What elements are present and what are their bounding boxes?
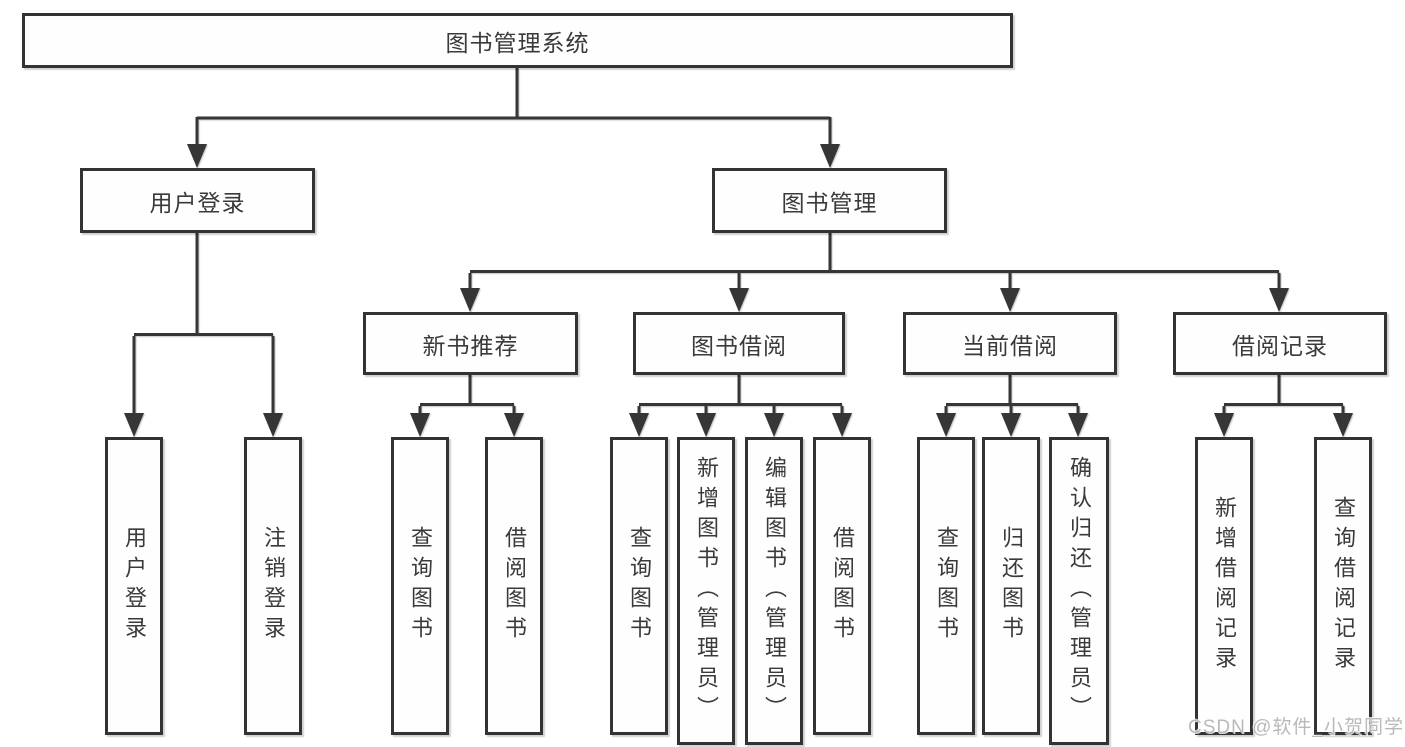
leaf-current-return: 归还图书 [982, 437, 1040, 735]
leaf-borrow-book: 借阅图书 [813, 437, 871, 735]
leaf-logout-label: 注销登录 [261, 526, 286, 646]
leaf-borrow-query: 查询图书 [610, 437, 668, 735]
leaf-borrow-add-admin-label: 新增图书（管理员） [694, 456, 719, 726]
section-new-books: 新书推荐 [363, 312, 578, 375]
watermark-text: CSDN @软件_小贺同学 [1188, 717, 1404, 738]
leaf-records-add-label: 新增借阅记录 [1212, 496, 1237, 676]
leaf-user-login-label: 用户登录 [122, 526, 147, 646]
root-node-label: 图书管理系统 [445, 29, 590, 56]
leaf-records-query: 查询借阅记录 [1314, 437, 1372, 735]
section-new-books-label: 新书推荐 [422, 332, 519, 359]
leaf-newbooks-borrow: 借阅图书 [485, 437, 543, 735]
section-current-borrow-label: 当前借阅 [962, 332, 1058, 359]
leaf-current-return-label: 归还图书 [999, 526, 1024, 646]
leaf-user-login: 用户登录 [105, 437, 163, 735]
connector-newbooks-to-leaves [410, 375, 524, 437]
node-book-management-label: 图书管理 [781, 189, 878, 216]
leaf-newbooks-borrow-label: 借阅图书 [502, 526, 527, 646]
section-current-borrow: 当前借阅 [903, 312, 1117, 375]
connector-login-to-leaves [124, 233, 283, 437]
node-user-login-label: 用户登录 [149, 189, 246, 216]
node-user-login: 用户登录 [80, 168, 315, 233]
leaf-newbooks-query: 查询图书 [391, 437, 449, 735]
leaf-borrow-edit-admin: 编辑图书（管理员） [745, 437, 803, 745]
leaf-current-confirm-admin: 确认归还（管理员） [1049, 437, 1109, 745]
section-borrow-records: 借阅记录 [1173, 312, 1387, 375]
section-book-borrow-label: 图书借阅 [691, 332, 787, 359]
connector-borrowrecords-to-leaves [1214, 375, 1353, 437]
connector-management-to-sections [460, 233, 1289, 312]
connector-bookborrow-to-leaves [629, 375, 852, 437]
leaf-borrow-book-label: 借阅图书 [830, 526, 855, 646]
section-borrow-records-label: 借阅记录 [1232, 332, 1328, 359]
node-book-management: 图书管理 [712, 168, 947, 233]
section-book-borrow: 图书借阅 [633, 312, 845, 375]
leaf-records-query-label: 查询借阅记录 [1331, 496, 1356, 676]
root-node: 图书管理系统 [22, 13, 1013, 68]
connector-currentborrow-to-leaves [936, 375, 1088, 437]
leaf-records-add: 新增借阅记录 [1195, 437, 1253, 735]
leaf-current-confirm-admin-label: 确认归还（管理员） [1067, 456, 1092, 726]
connector-root-to-level1 [187, 68, 840, 168]
leaf-borrow-edit-admin-label: 编辑图书（管理员） [762, 456, 787, 726]
leaf-borrow-add-admin: 新增图书（管理员） [677, 437, 735, 745]
leaf-current-query-label: 查询图书 [934, 526, 959, 646]
leaf-borrow-query-label: 查询图书 [627, 526, 652, 646]
leaf-newbooks-query-label: 查询图书 [408, 526, 433, 646]
leaf-logout: 注销登录 [244, 437, 302, 735]
leaf-current-query: 查询图书 [917, 437, 975, 735]
